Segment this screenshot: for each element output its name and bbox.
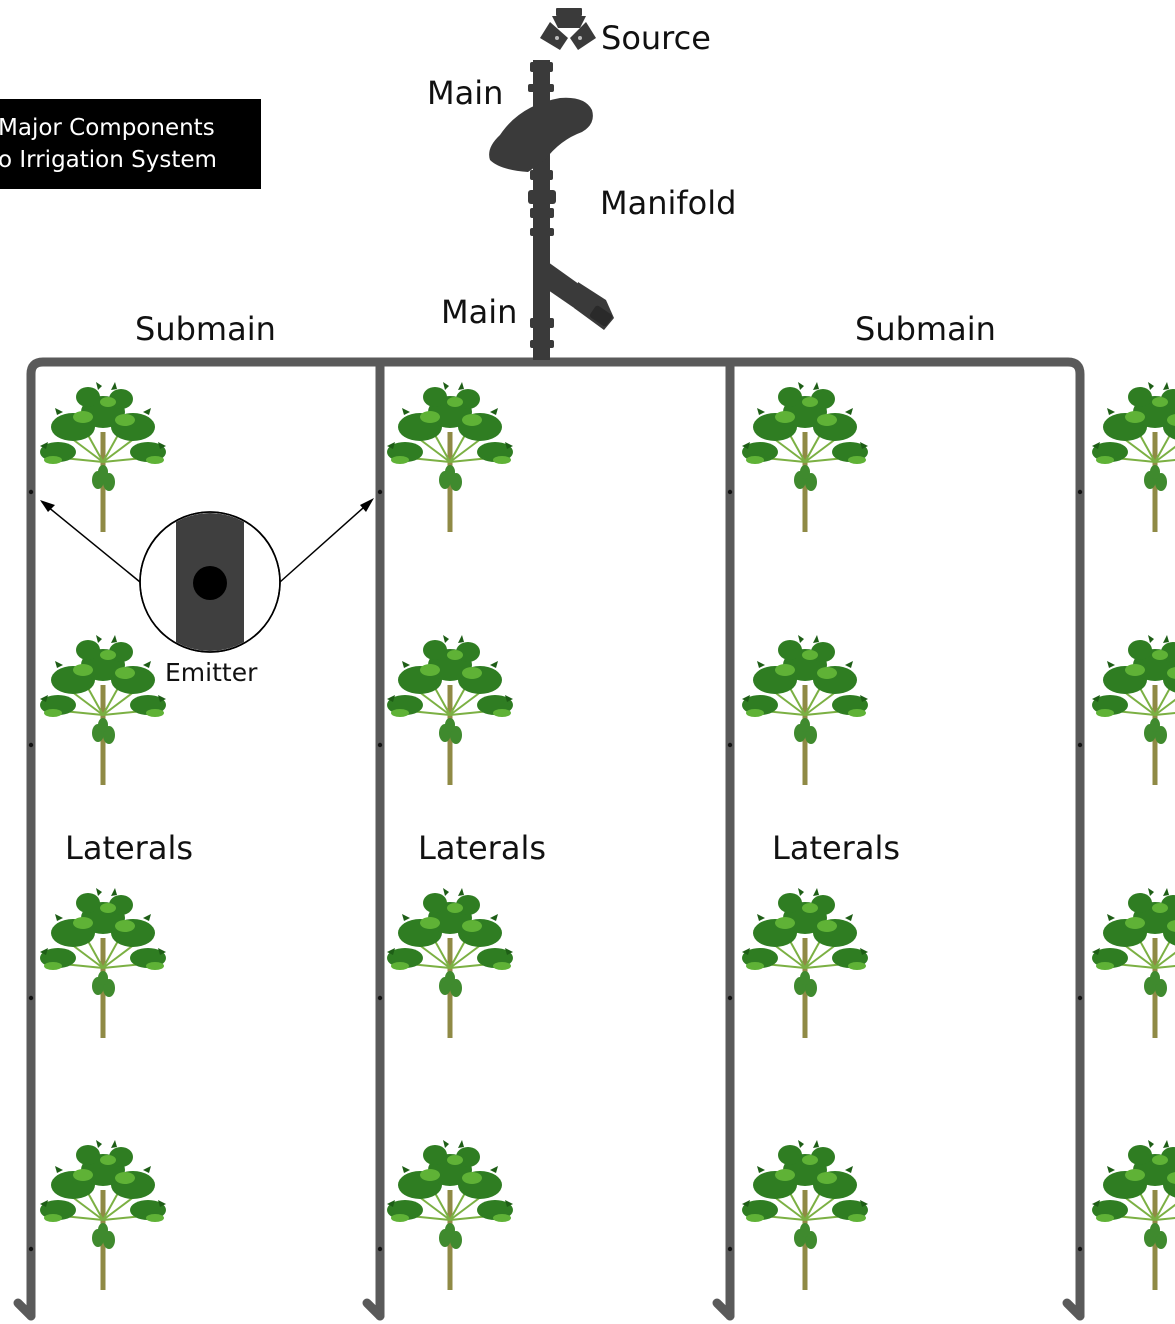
label-source: Source (601, 19, 711, 57)
label-laterals-3: Laterals (772, 829, 900, 867)
label-emitter: Emitter (165, 658, 258, 687)
pipe-network (13, 357, 1085, 1321)
label-main-lower: Main (441, 293, 518, 331)
title-box: Major Components o Irrigation System (0, 99, 261, 189)
label-submain-right: Submain (855, 310, 996, 348)
trees-col-4 (1091, 381, 1175, 1291)
emitter-dots (28, 489, 1083, 1252)
label-laterals-1: Laterals (65, 829, 193, 867)
emitter-magnifier-icon (40, 498, 374, 653)
source-valve-icon (540, 8, 596, 50)
headworks (489, 8, 614, 360)
label-manifold: Manifold (600, 184, 737, 222)
submain-pipe (26, 357, 1085, 1321)
title-line-2: o Irrigation System (0, 147, 217, 173)
title-line-1: Major Components (0, 115, 215, 141)
label-main-top: Main (427, 74, 504, 112)
label-laterals-2: Laterals (418, 829, 546, 867)
label-submain-left: Submain (135, 310, 276, 348)
backflow-preventer-icon (489, 97, 593, 172)
